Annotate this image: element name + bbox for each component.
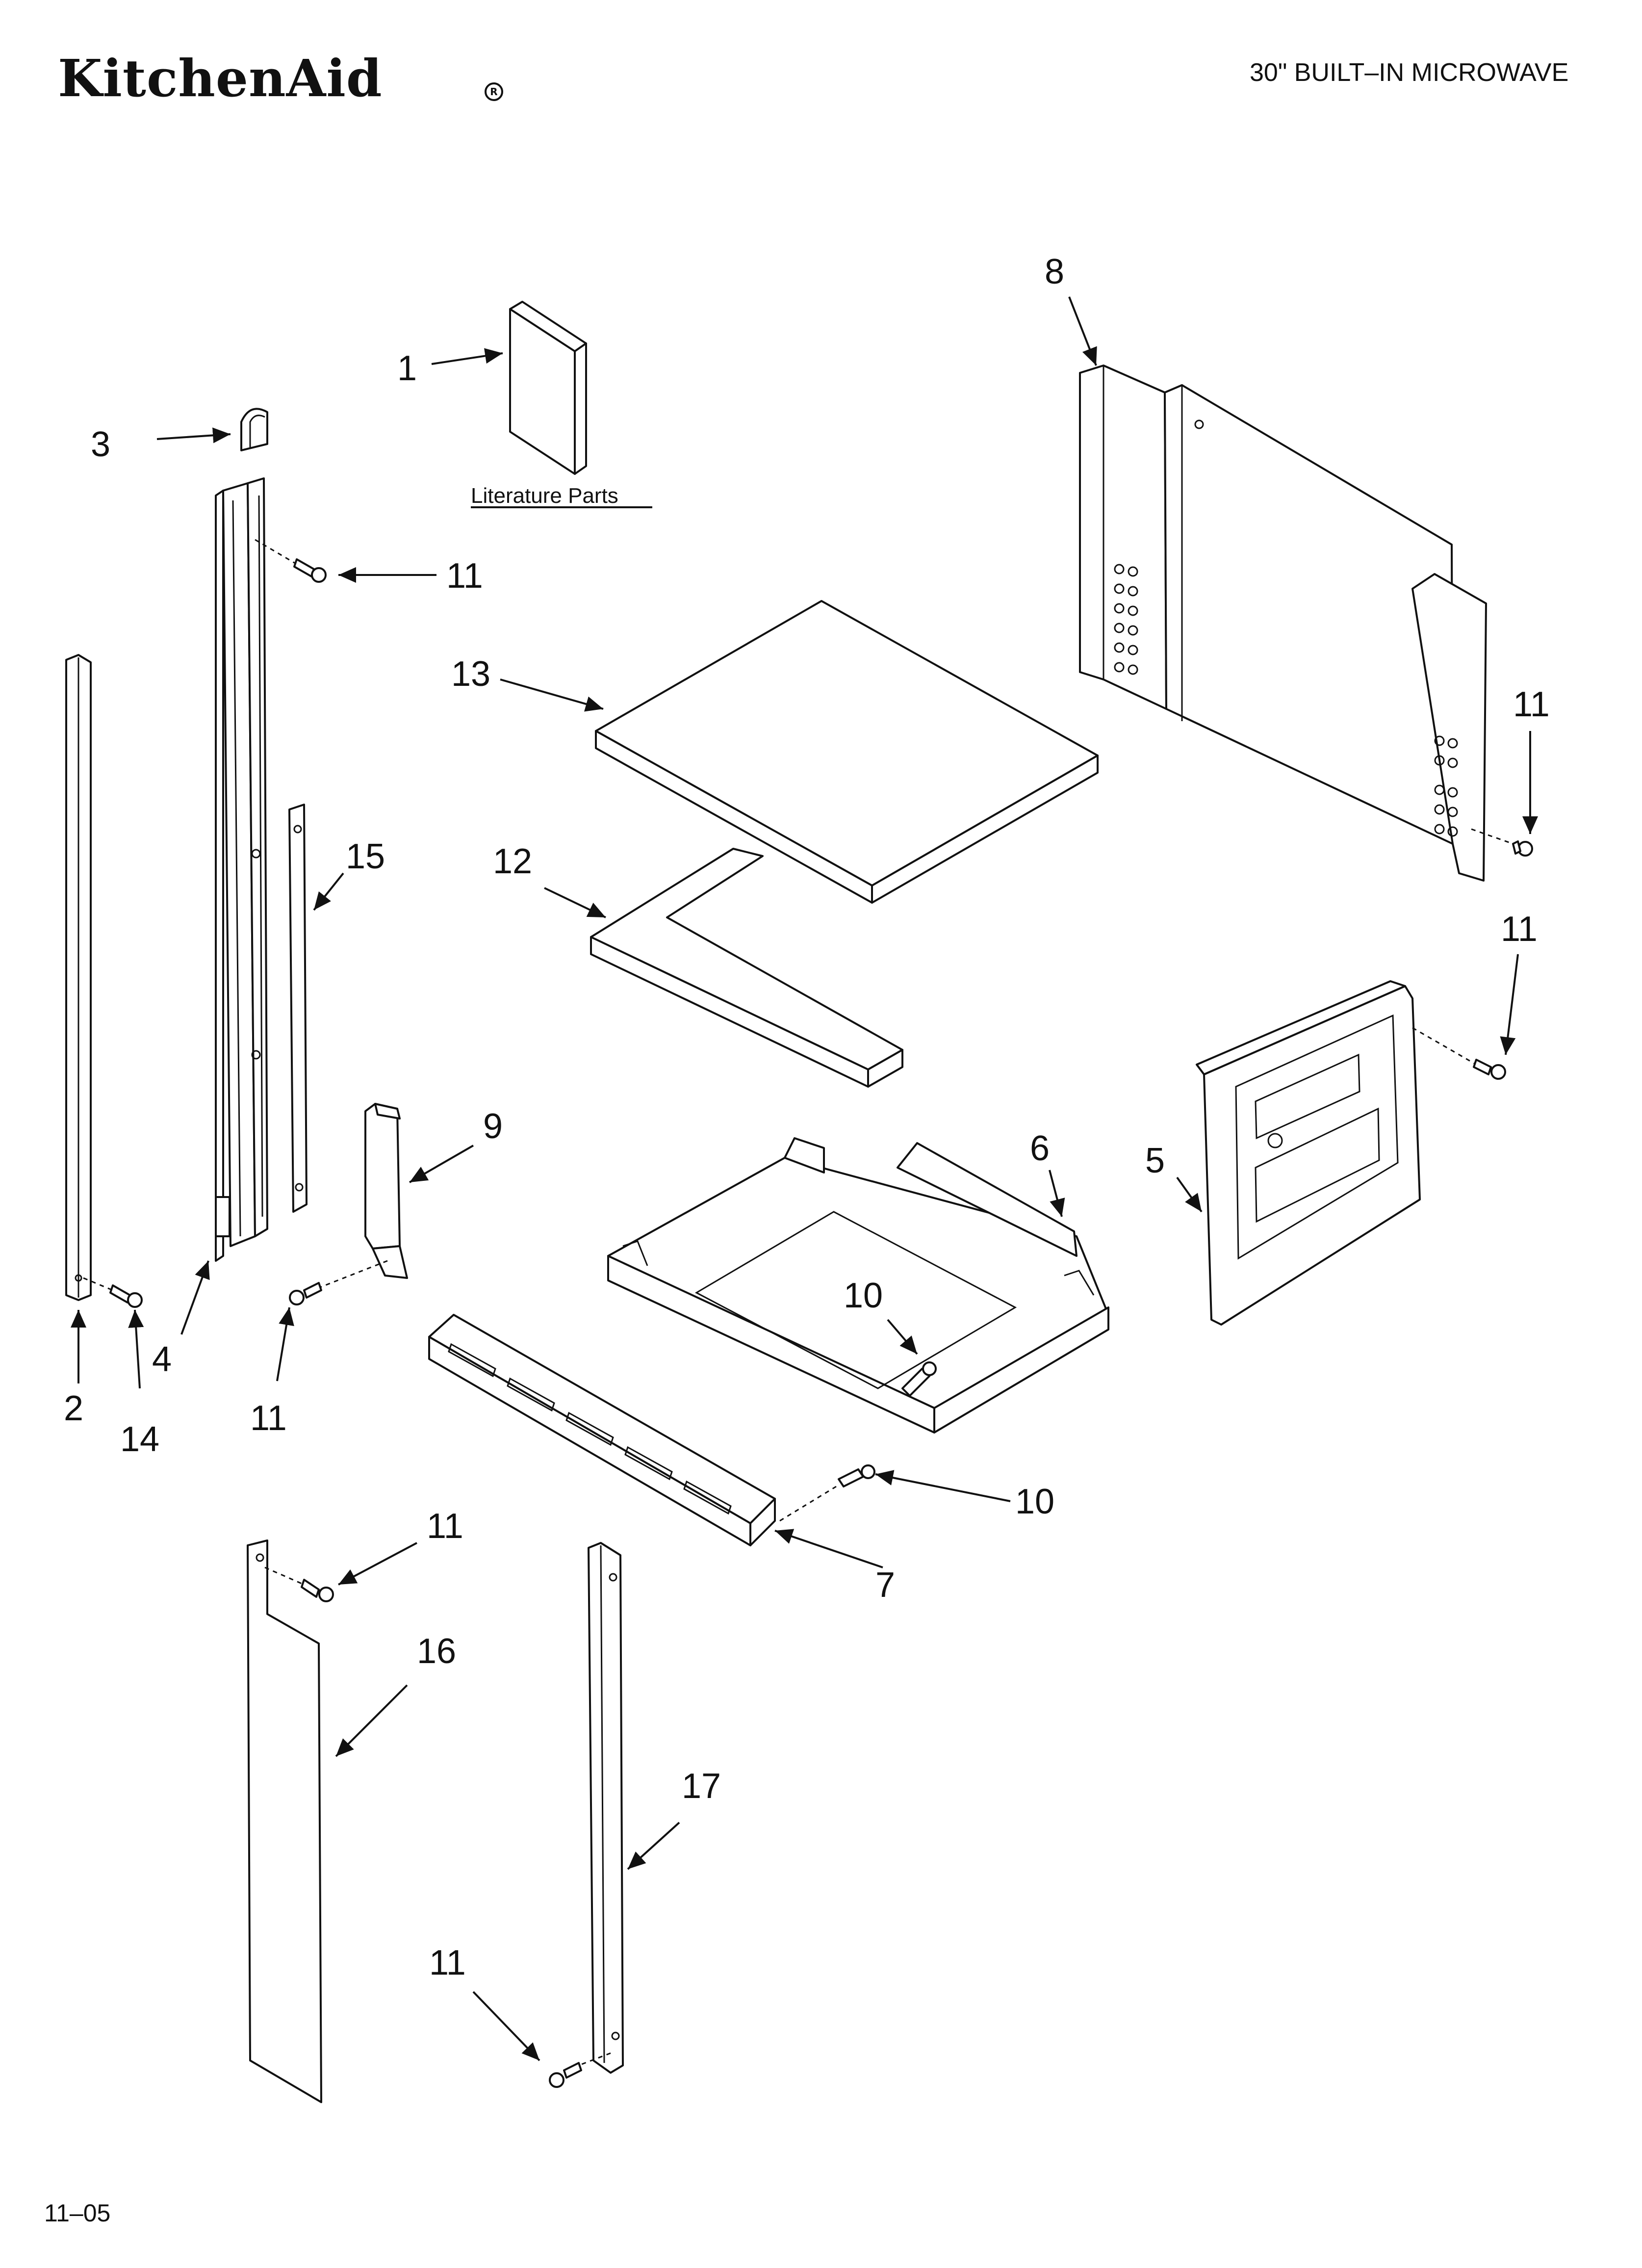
screw-11-lower-left — [264, 1566, 334, 1602]
screw-10-trim — [779, 1464, 875, 1522]
leader-lines — [71, 296, 1538, 2061]
screw-11-top — [255, 539, 327, 583]
callout-10-b: 10 — [1015, 1482, 1054, 1521]
vent-holes-lower — [1434, 735, 1458, 837]
callout-11-e: 11 — [427, 1507, 463, 1546]
callout-labels: 1 3 11 13 15 12 8 11 11 9 6 5 10 10 7 2 … — [64, 252, 1550, 1982]
vent-slots — [448, 1343, 732, 1515]
mounting-bracket — [364, 1103, 408, 1279]
callout-7: 7 — [875, 1565, 895, 1605]
vertical-strip — [288, 804, 308, 1213]
end-cap — [240, 408, 268, 451]
callout-15: 15 — [346, 837, 385, 876]
callout-11-f: 11 — [429, 1943, 466, 1982]
callout-17: 17 — [682, 1767, 721, 1806]
top-panel — [595, 600, 1099, 904]
screw-11-panel — [1471, 828, 1533, 857]
screw-14 — [83, 1277, 143, 1308]
rear-panel — [1196, 980, 1421, 1326]
date-code: 11–05 — [44, 2199, 111, 2227]
kitchenaid-logo: KitchenAid — [58, 48, 383, 108]
front-trim-bar — [428, 1314, 776, 1546]
callout-10-a: 10 — [844, 1276, 883, 1315]
callout-1: 1 — [397, 349, 417, 388]
document-title: 30" BUILT–IN MICROWAVE — [1250, 58, 1569, 87]
callout-14: 14 — [120, 1420, 159, 1459]
callout-13: 13 — [451, 654, 490, 694]
callout-6: 6 — [1030, 1129, 1050, 1168]
callout-5: 5 — [1145, 1141, 1165, 1180]
callout-3: 3 — [91, 425, 110, 464]
screw-11-lower-right — [549, 2052, 611, 2088]
literature-booklet — [471, 301, 652, 508]
screw-11-bracket — [289, 1260, 388, 1305]
side-panel — [1079, 365, 1487, 882]
callout-4: 4 — [152, 1340, 172, 1379]
lower-side-panel — [247, 1539, 322, 2103]
callout-16: 16 — [417, 1632, 456, 1671]
callout-11-d: 11 — [250, 1399, 287, 1438]
bottom-tray — [607, 1137, 1109, 1434]
callout-11-b: 11 — [1513, 685, 1550, 724]
literature-parts-label: Literature Parts — [471, 484, 618, 508]
callout-8: 8 — [1045, 252, 1064, 291]
screw-11-rear — [1412, 1027, 1506, 1080]
lower-trim-rail — [588, 1542, 624, 2074]
vent-holes-upper — [1114, 564, 1138, 675]
screw-10-tray — [901, 1361, 937, 1397]
left-trim-strip — [65, 654, 92, 1301]
l-shaped-insulation — [590, 848, 903, 1088]
side-trim-rail — [215, 477, 268, 1262]
callout-12: 12 — [493, 842, 532, 881]
callout-9: 9 — [483, 1107, 503, 1146]
callout-2: 2 — [64, 1389, 83, 1428]
callout-11-c: 11 — [1501, 910, 1538, 949]
callout-11-a: 11 — [446, 556, 483, 596]
registered-mark: R — [485, 82, 503, 101]
